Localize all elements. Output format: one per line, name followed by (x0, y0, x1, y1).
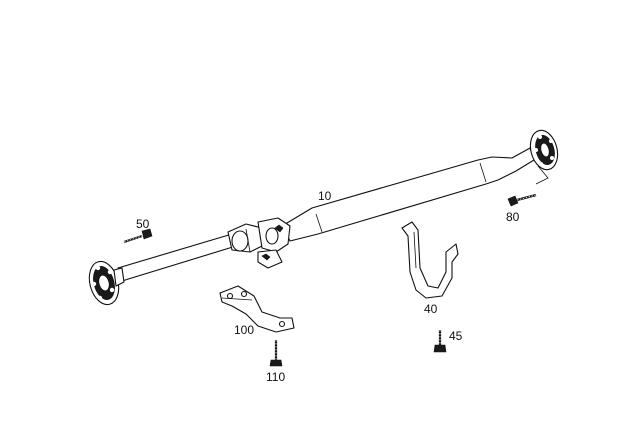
label-part-80: 80 (506, 210, 520, 224)
bolt-45 (433, 330, 447, 353)
label-part-10: 10 (318, 189, 332, 203)
label-part-110: 110 (266, 370, 285, 384)
bolt-50 (123, 228, 153, 244)
bracket-100 (219, 285, 295, 333)
propeller-shaft (88, 129, 559, 306)
bolt-110 (269, 340, 283, 367)
front-flex-disc (88, 260, 125, 306)
retaining-strap-40 (401, 221, 459, 299)
label-part-100: 100 (234, 323, 254, 337)
bolt-80 (507, 193, 537, 207)
rear-flex-disc (529, 129, 559, 171)
label-part-45: 45 (449, 329, 463, 343)
label-part-50: 50 (136, 217, 150, 231)
label-part-40: 40 (424, 302, 438, 316)
